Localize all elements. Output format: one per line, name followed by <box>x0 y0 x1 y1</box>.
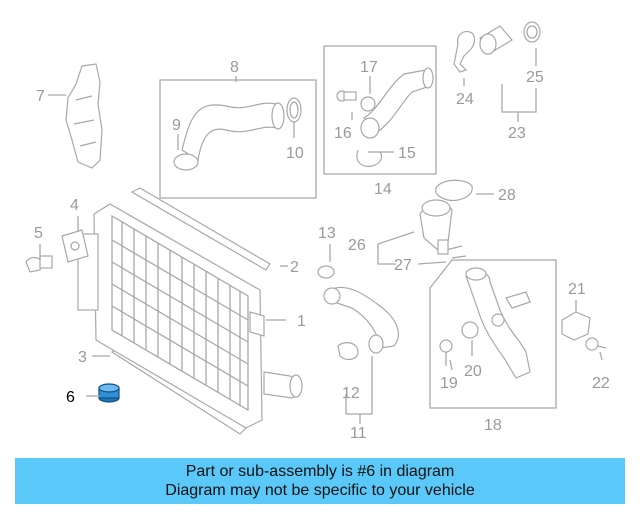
callout-7: 7 <box>36 88 45 105</box>
callout-4: 4 <box>70 197 79 214</box>
bracket-23 <box>501 84 537 122</box>
bolt-part-19 <box>439 339 453 366</box>
callout-3: 3 <box>78 349 87 366</box>
callout-11: 11 <box>350 425 367 442</box>
callout-6: 6 <box>66 389 75 406</box>
callout-21: 21 <box>568 281 586 298</box>
group-frame-8 <box>159 79 317 199</box>
intercooler-part-1 <box>77 203 303 429</box>
callout-20: 20 <box>464 363 482 380</box>
banner-line-1: Part or sub-assembly is #6 in diagram <box>185 463 455 480</box>
group-frame-18 <box>429 259 557 409</box>
clamp-part-28 <box>435 179 473 201</box>
callout-2: 2 <box>290 259 299 276</box>
callout-15: 15 <box>398 145 416 162</box>
callout-16: 16 <box>334 125 352 142</box>
callout-14: 14 <box>374 181 392 198</box>
bracket-26 <box>377 231 415 265</box>
callout-5: 5 <box>34 225 43 242</box>
callout-19: 19 <box>440 375 458 392</box>
callout-27: 27 <box>394 257 412 274</box>
clamp-part-24 <box>453 31 476 73</box>
duct-part-27 <box>419 199 467 259</box>
banner-line-2: Diagram may not be specific to your vehi… <box>165 482 475 499</box>
callout-12: 12 <box>342 385 360 402</box>
hose-part-8 <box>173 97 302 171</box>
callout-9: 9 <box>172 117 181 134</box>
bracket-11 <box>345 356 373 424</box>
bolt-part-5 <box>25 255 53 273</box>
seal-strip-part-2 <box>130 187 271 271</box>
pipe-part-18 <box>465 267 531 379</box>
callout-13: 13 <box>318 225 336 242</box>
callout-23: 23 <box>508 125 526 142</box>
bolt-part-22 <box>585 337 607 351</box>
callout-18: 18 <box>484 417 502 434</box>
sensor-part-21 <box>561 311 591 341</box>
callout-10: 10 <box>286 145 304 162</box>
grommet-part-20 <box>461 321 479 339</box>
callout-22: 22 <box>592 375 610 392</box>
callout-26: 26 <box>348 237 366 254</box>
info-banner: Part or sub-assembly is #6 in diagram Di… <box>15 458 625 504</box>
callout-17: 17 <box>360 59 378 76</box>
bracket-part-7 <box>65 63 103 169</box>
leader-lines <box>39 48 603 397</box>
mount-part-4 <box>61 229 89 263</box>
callout-24: 24 <box>456 91 474 108</box>
hose-part-25 <box>479 21 541 55</box>
callout-25: 25 <box>526 69 544 86</box>
callout-1: 1 <box>297 313 306 330</box>
hose-part-17 <box>336 67 434 167</box>
callout-8: 8 <box>230 59 239 76</box>
highlighted-part-6 <box>98 383 120 403</box>
group-frame-14 <box>323 45 437 175</box>
callout-28: 28 <box>498 187 516 204</box>
hose-part-11 <box>317 265 399 361</box>
